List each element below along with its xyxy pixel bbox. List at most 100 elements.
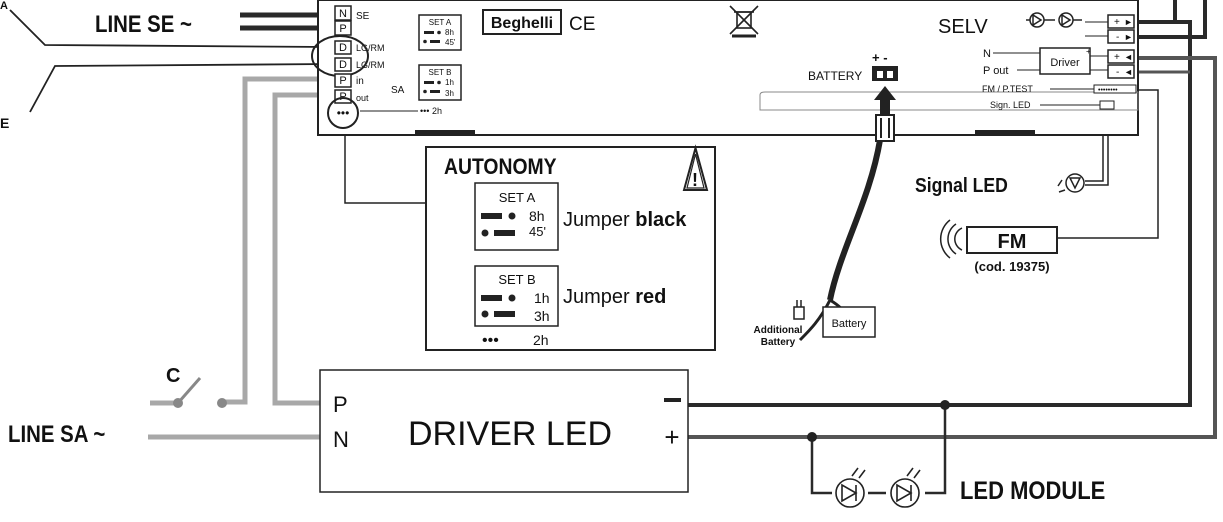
battery-polarity: + - xyxy=(872,50,888,65)
driver-mini-label: Driver xyxy=(1050,57,1080,69)
junction-plus xyxy=(807,432,817,442)
right-p-out-label: P out xyxy=(983,65,1009,77)
set-a-small: SET A 8h 45' xyxy=(418,14,462,51)
selv-label: SELV xyxy=(938,16,988,38)
sign-led-connector xyxy=(1099,100,1115,110)
terminal-d2-letter: D xyxy=(339,59,347,71)
terminal-p-in-letter: P xyxy=(339,75,346,87)
sa-label: SA xyxy=(391,85,405,96)
right-n-label: N xyxy=(983,48,991,60)
switch-lever xyxy=(176,377,202,404)
jumper-black-label: Jumper black xyxy=(563,209,687,231)
battery-box: Battery xyxy=(822,306,876,338)
additional-battery-label-2: Battery xyxy=(761,337,796,348)
autonomy-connector xyxy=(344,122,426,204)
jumper-red-label: Jumper red xyxy=(563,286,666,308)
brand-logo: Beghelli xyxy=(491,15,553,32)
driver-plus-label: + xyxy=(664,422,679,452)
fm-code: (cod. 19375) xyxy=(974,259,1049,274)
terminal-lgrm1-label: LG/RM xyxy=(356,43,385,53)
led-module-diode-1 xyxy=(835,467,866,508)
svg-text:45': 45' xyxy=(445,38,456,47)
svg-text:SET A: SET A xyxy=(429,18,452,27)
led-module-wire-minus xyxy=(925,405,947,495)
svg-text:1h: 1h xyxy=(534,290,550,306)
left-edge-top-label: A xyxy=(0,0,8,12)
warning-icon xyxy=(682,144,709,191)
ce-mark: CE xyxy=(569,14,595,35)
svg-text:►: ► xyxy=(1124,32,1133,42)
led-module-label: LED MODULE xyxy=(960,477,1105,505)
additional-battery-connector xyxy=(793,300,805,320)
switch-contact-right xyxy=(217,398,227,408)
fm-antenna-icon xyxy=(939,219,963,259)
terminal-in-label: in xyxy=(356,76,364,87)
selv-led-icons xyxy=(1026,12,1082,28)
terminal-d1 xyxy=(334,40,352,55)
terminal-lgrm2-label: LG/RM xyxy=(356,60,385,70)
set-b-large: SET B 1h 3h xyxy=(474,265,559,327)
fm-label: FM xyxy=(998,231,1027,253)
junction-minus xyxy=(940,400,950,410)
svg-text:+: + xyxy=(1114,52,1120,63)
svg-text:45': 45' xyxy=(529,224,546,239)
weee-bin-icon xyxy=(729,5,759,38)
driver-plus-wire xyxy=(688,56,1217,439)
fm-box xyxy=(966,226,1058,254)
terminal-n-se-letter: N xyxy=(339,8,347,20)
line-sa-label: LINE SA ~ xyxy=(8,420,105,447)
sign-led-label: Sign. LED xyxy=(990,100,1031,110)
terminal-p-out xyxy=(334,89,352,104)
svg-text:-: - xyxy=(1116,32,1119,43)
svg-text:-: - xyxy=(1116,67,1119,78)
autonomy-title: AUTONOMY xyxy=(444,155,557,179)
set-b-small: SET B 1h 3h xyxy=(418,64,462,101)
fm-wire xyxy=(1057,89,1159,239)
driver-p-label: P xyxy=(333,392,348,417)
set-a-large: SET A 8h 45' xyxy=(474,182,559,251)
led-module-wire-plus xyxy=(810,437,832,495)
signal-led-icon xyxy=(1057,173,1085,193)
battery-socket xyxy=(872,66,898,81)
svg-text:◄: ◄ xyxy=(1124,67,1133,77)
driver-n-label: N xyxy=(333,427,349,452)
lgrm-wire-1 xyxy=(9,9,331,48)
terminal-dots: ••• xyxy=(337,106,350,120)
terminal-out-label: out xyxy=(356,93,369,103)
additional-battery-label-1: Additional xyxy=(754,325,803,336)
svg-text:1h: 1h xyxy=(445,78,454,87)
svg-text:SET B: SET B xyxy=(498,272,535,287)
terminal-d2 xyxy=(334,57,352,72)
driver-led-title: DRIVER LED xyxy=(408,415,612,453)
top-right-wire-a xyxy=(1138,0,1177,24)
svg-text:SET B: SET B xyxy=(429,68,452,77)
battery-cable-split-1 xyxy=(798,299,832,342)
dots-2h-label: ••• 2h xyxy=(420,106,442,116)
fm-ptest-label: FM / P.TEST xyxy=(982,84,1033,94)
svg-text:SET A: SET A xyxy=(499,190,536,205)
driver-minus-label xyxy=(664,398,681,402)
led-module-diode-2 xyxy=(890,467,921,508)
svg-text:3h: 3h xyxy=(445,89,454,98)
warning-mark: ! xyxy=(692,170,698,190)
svg-text:3h: 3h xyxy=(534,308,550,324)
terminal-p-se xyxy=(334,20,352,36)
autonomy-panel: AUTONOMY ! SET A 8h 45' Jumper black SET… xyxy=(425,144,716,351)
driver-mini-box xyxy=(1039,47,1091,75)
svg-text:+: + xyxy=(1114,17,1120,28)
svg-text:►: ► xyxy=(1124,17,1133,27)
terminal-p-se-letter: P xyxy=(339,23,346,35)
autonomy-dots: ••• xyxy=(482,332,499,349)
fm-ptest-connector xyxy=(1093,84,1137,94)
driver-led-box: P N DRIVER LED + xyxy=(319,369,689,493)
terminal-block-right: + ► - ► + ◄ - ◄ xyxy=(1085,14,1135,79)
battery-cable xyxy=(827,139,883,301)
terminal-se-label: SE xyxy=(356,11,370,22)
dots-highlight-circle xyxy=(327,97,359,129)
line-se-label: LINE SE ~ xyxy=(95,10,192,37)
svg-text:8h: 8h xyxy=(445,28,454,37)
lgrm-wire-2 xyxy=(29,63,331,113)
terminal-p-in xyxy=(334,73,352,88)
battery-label: BATTERY xyxy=(808,69,862,83)
left-edge-mid-label: E xyxy=(0,115,9,131)
